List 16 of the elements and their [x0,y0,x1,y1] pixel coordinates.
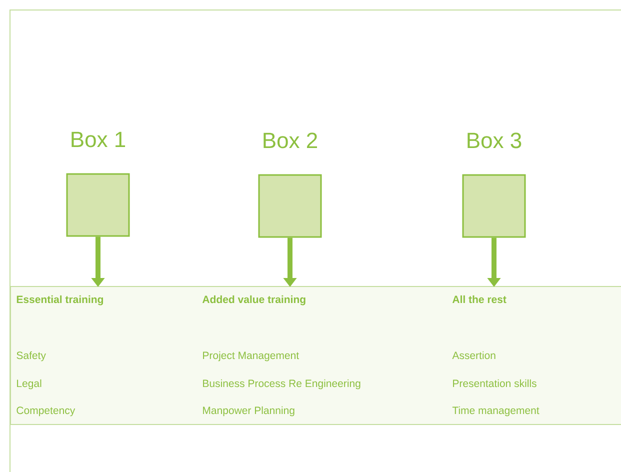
list-item: Assertion [452,351,496,360]
list-item: Business Process Re Engineering [203,379,360,390]
box-heading: Box 1 [72,132,126,148]
column-heading: Added value training [202,295,306,306]
list-item: Safety [16,351,46,362]
band-panel [10,286,621,425]
column-heading: Essential training [16,295,104,306]
list-item: Presentation skills [453,379,536,388]
box-heading: Box 3 [468,132,522,148]
box-heading: Box 2 [264,132,317,148]
list-item: Legal [17,379,42,390]
list-item: Project Management [203,351,299,362]
list-item: Competency [16,406,76,416]
column-heading: All the rest [452,295,506,304]
list-item: Manpower Planning [203,406,294,416]
list-item: Time management [452,406,540,416]
